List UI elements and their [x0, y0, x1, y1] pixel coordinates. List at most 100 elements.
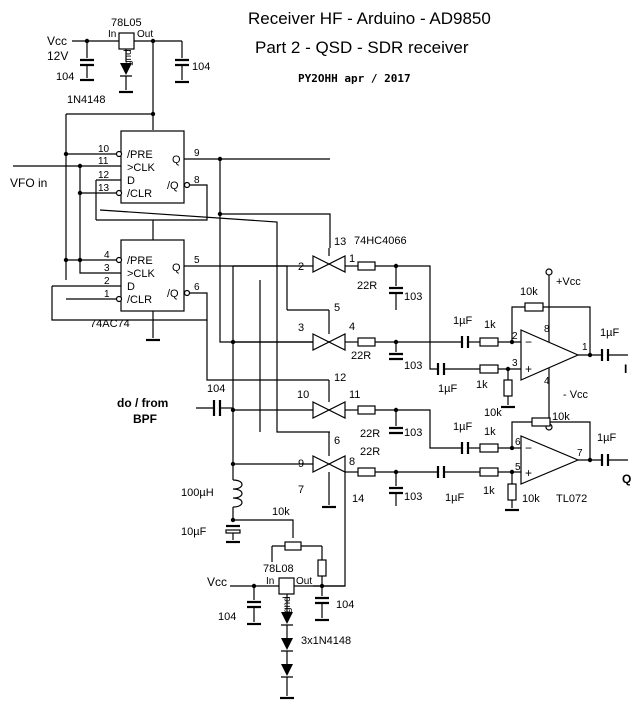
s4-ctrl-pin: 6	[334, 435, 340, 447]
s3-ctrl-pin: 12	[334, 372, 346, 384]
co1-label: 1µF	[600, 327, 619, 339]
reg8-in-label: In	[266, 576, 274, 587]
regulator-78l05	[118, 32, 135, 50]
power-supply-5v: Vcc 12V 104 78L05 In Out 104 1N4148 gnd	[47, 17, 210, 280]
ff1-nq-label: /Q	[167, 180, 179, 192]
ff1-pin-d: 12	[98, 170, 110, 181]
analog-switch-array: 74HC4066 13 2 1 5 3 4 12 10 11 6 9 8 7 1…	[206, 235, 407, 587]
ua-noninv-sign: +	[525, 362, 532, 376]
reg8-out-label: Out	[296, 576, 312, 587]
ff2-d-label: D	[127, 281, 135, 293]
vcc-minus-label: - Vcc	[563, 389, 589, 401]
s4-out-pin: 8	[349, 456, 355, 468]
vfo-input-label: VFO in	[10, 176, 47, 190]
switch-gnd-pin: 7	[298, 484, 304, 496]
switch-vdd-pin: 14	[352, 493, 364, 505]
regulator-78l05-label: 78L05	[111, 17, 142, 29]
voltage-label-12v: 12V	[47, 49, 68, 63]
rb1-label: 10k	[484, 407, 502, 419]
cap-10uf-label: 10µF	[181, 526, 207, 538]
pot-10k-label: 10k	[272, 506, 290, 518]
reg-out-label: Out	[137, 29, 153, 40]
c2-label: 103	[404, 360, 422, 372]
vcc-bottom-label: Vcc	[207, 575, 227, 589]
s2-out-pin: 4	[349, 321, 355, 333]
s1-in-pin: 2	[298, 261, 304, 273]
s1-out-pin: 1	[349, 253, 355, 265]
ff2-clk-label: >CLK	[127, 268, 155, 280]
regulator-78l08-label: 78L08	[263, 563, 294, 575]
s3-in-pin: 10	[297, 389, 309, 401]
ff2-nq-label: /Q	[167, 288, 179, 300]
ri4-label: 1k	[483, 485, 495, 497]
rc-filters: 22R 103 22R 103 22R 103 22R 103	[345, 261, 462, 506]
ff2-pre-label: /PRE	[127, 255, 153, 267]
rf1-label: 10k	[520, 286, 538, 298]
i-output-label: I	[624, 362, 627, 376]
ci1-label: 1µF	[453, 315, 472, 327]
ub-pin-out: 7	[577, 448, 583, 459]
ub-noninv-sign: +	[525, 466, 532, 480]
ff1-pre-label: /PRE	[127, 149, 153, 161]
s1-ctrl-pin: 13	[334, 236, 346, 248]
r2-label: 22R	[351, 350, 371, 362]
input-cap-label: 104	[207, 383, 225, 395]
r4-label: 22R	[360, 446, 380, 458]
diodes-label: 3x1N4148	[301, 635, 351, 647]
vcc-label-top: Vcc	[47, 34, 67, 48]
co2-label: 1µF	[597, 432, 616, 444]
flipflop-u2: /PRE >CLK D /CLR Q /Q 4 3 2 1 5 6	[51, 166, 288, 342]
diode-symbol	[120, 63, 132, 75]
cap-out-label: 104	[192, 61, 210, 73]
reg-gnd-label: gnd	[123, 49, 134, 66]
flipflop-chip-label: 74AC74	[90, 318, 130, 330]
ri2-label: 1k	[476, 379, 488, 391]
ff2-clr-label: /CLR	[127, 294, 152, 306]
ub-pin-inv: 6	[515, 437, 521, 448]
ff1-pin-clk: 11	[98, 156, 109, 167]
ff1-clr-label: /CLR	[127, 188, 152, 200]
ci4-label: 1µF	[445, 492, 464, 504]
ff2-q-label: Q	[172, 262, 181, 274]
reg-in-label: In	[108, 29, 116, 40]
ff1-q-label: Q	[172, 154, 181, 166]
ff2-pin-nq: 6	[194, 282, 200, 293]
rf-input-section: do / from BPF 104 100µH 10µF	[117, 383, 294, 544]
title-line1: Receiver HF - Arduino - AD9850	[248, 9, 491, 28]
cap8-in-label: 104	[218, 611, 236, 623]
ff1-clk-label: >CLK	[127, 162, 155, 174]
ff2-pin-q: 5	[194, 255, 200, 266]
ua-pin-vp: 8	[544, 324, 550, 335]
r1-label: 22R	[357, 280, 377, 292]
bpf-label-line1: do / from	[117, 396, 168, 410]
opamp-q-channel: 1µF 1k 1µF 1k 10k − + 6 5 7 10k 1µF Q	[436, 411, 631, 512]
ff1-d-label: D	[127, 175, 135, 187]
rf2-label: 10k	[552, 411, 570, 423]
ff1-pin-q: 9	[194, 148, 200, 159]
switch-chip-label: 74HC4066	[354, 235, 407, 247]
rb2-label: 10k	[522, 493, 540, 505]
inductor-label: 100µH	[181, 487, 214, 499]
ua-inv-sign: −	[525, 335, 532, 349]
diode-1n4148-label: 1N4148	[67, 94, 106, 106]
ua-pin-out: 1	[582, 342, 588, 353]
power-supply-8v: 10k 78L08 In Out gnd Vcc 104 104	[207, 506, 354, 700]
ub-pin-noninv: 5	[515, 462, 521, 473]
ri3-label: 1k	[484, 426, 496, 438]
ua-pin-noninv: 3	[512, 358, 518, 369]
bpf-label-line2: BPF	[133, 412, 157, 426]
ci3-label: 1µF	[453, 421, 472, 433]
title-line2: Part 2 - QSD - SDR receiver	[255, 38, 469, 57]
cap8-out-label: 104	[336, 599, 354, 611]
author-date: PY2OHH apr / 2017	[298, 72, 411, 85]
ff2-pin-clk: 3	[104, 263, 110, 274]
ff2-pin-d: 2	[104, 276, 110, 287]
ci2-label: 1µF	[438, 383, 457, 395]
ub-inv-sign: −	[525, 441, 532, 455]
opamp-i-channel: 1µF 1k 1µF 1k 10k − + 2 3 1 8 4 +Vcc - V…	[436, 268, 628, 431]
s2-in-pin: 3	[298, 322, 304, 334]
ff1-pin-clr: 13	[98, 183, 110, 194]
cap-in-label: 104	[56, 71, 74, 83]
c4-label: 103	[404, 491, 422, 503]
s2-ctrl-pin: 5	[334, 302, 340, 314]
